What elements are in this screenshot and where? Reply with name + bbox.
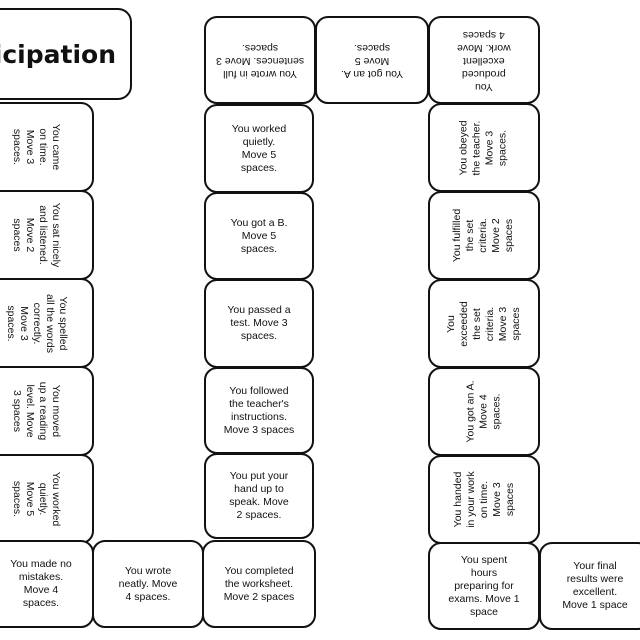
board-space[interactable]: You got an A. Move 5 spaces. xyxy=(315,16,429,104)
board-space[interactable]: You came on time. Move 3 spaces. xyxy=(0,102,94,192)
board-space[interactable]: Your final results were excellent. Move … xyxy=(539,542,640,630)
board-space[interactable]: You completed the worksheet. Move 2 spac… xyxy=(202,540,316,628)
title-banner: ticipation xyxy=(0,8,132,100)
space-text: You sat nicely and listened. Move 2 spac… xyxy=(11,202,62,268)
space-text: You wrote in full sentences. Move 3 spac… xyxy=(215,41,305,80)
space-text: Your final results were excellent. Move … xyxy=(562,560,628,611)
space-text: You obeyed the teacher. Move 3 spaces. xyxy=(458,119,509,176)
space-text: You got an A. Move 5 spaces. xyxy=(340,41,404,80)
board-space[interactable]: You spelled all the words correctly. Mov… xyxy=(0,278,94,368)
space-text: You completed the worksheet. Move 2 spac… xyxy=(223,564,295,603)
board-space[interactable]: You fulfilled the set criteria. Move 2 s… xyxy=(428,191,540,280)
board-space[interactable]: You got a B. Move 5 spaces. xyxy=(204,192,314,280)
space-text: You spelled all the words correctly. Mov… xyxy=(4,293,69,353)
board-space[interactable]: You wrote neatly. Move 4 spaces. xyxy=(92,540,204,628)
space-text: You put your hand up to speak. Move 2 sp… xyxy=(229,470,289,521)
board-space[interactable]: You worked quietly. Move 5 spaces. xyxy=(204,104,314,193)
space-text: You followed the teacher's instructions.… xyxy=(223,384,295,436)
space-text: You moved up a reading level. Move 3 spa… xyxy=(10,381,62,441)
space-text: You got an A. Move 4 spaces. xyxy=(464,380,503,443)
board-space[interactable]: You wrote in full sentences. Move 3 spac… xyxy=(204,16,316,104)
space-text: You produced excellent work. Move 4 spac… xyxy=(457,28,511,93)
board-space[interactable]: You obeyed the teacher. Move 3 spaces. xyxy=(428,103,540,192)
space-text: You wrote neatly. Move 4 spaces. xyxy=(118,564,178,603)
space-text: You made no mistakes. Move 4 spaces. xyxy=(10,558,72,609)
board-space[interactable]: You moved up a reading level. Move 3 spa… xyxy=(0,366,94,456)
space-text: You worked quietly. Move 5 spaces. xyxy=(10,471,62,527)
board-space[interactable]: You exceeded the set criteria. Move 3 sp… xyxy=(428,279,540,368)
board-space[interactable]: You put your hand up to speak. Move 2 sp… xyxy=(204,453,314,539)
board-title: ticipation xyxy=(0,39,116,69)
space-text: You exceeded the set criteria. Move 3 sp… xyxy=(444,300,522,347)
space-text: You handed in your work on time. Move 3 … xyxy=(451,471,516,528)
space-text: You worked quietly. Move 5 spaces. xyxy=(231,122,287,174)
board-space[interactable]: You worked quietly. Move 5 spaces. xyxy=(0,454,94,544)
space-text: You passed a test. Move 3 spaces. xyxy=(227,304,291,342)
space-text: You got a B. Move 5 spaces. xyxy=(230,216,288,255)
board-space[interactable]: You followed the teacher's instructions.… xyxy=(204,367,314,454)
board-space[interactable]: You produced excellent work. Move 4 spac… xyxy=(428,16,540,104)
board-space[interactable]: You sat nicely and listened. Move 2 spac… xyxy=(0,190,94,280)
board-space[interactable]: You made no mistakes. Move 4 spaces. xyxy=(0,540,94,628)
space-text: You spent hours preparing for exams. Mov… xyxy=(448,553,520,618)
board-space[interactable]: You got an A. Move 4 spaces. xyxy=(428,367,540,456)
space-text: You came on time. Move 3 spaces. xyxy=(11,123,62,171)
board-space[interactable]: You handed in your work on time. Move 3 … xyxy=(428,455,540,544)
space-text: You fulfilled the set criteria. Move 2 s… xyxy=(451,208,516,263)
board-space[interactable]: You spent hours preparing for exams. Mov… xyxy=(428,542,540,630)
board-space[interactable]: You passed a test. Move 3 spaces. xyxy=(204,279,314,368)
